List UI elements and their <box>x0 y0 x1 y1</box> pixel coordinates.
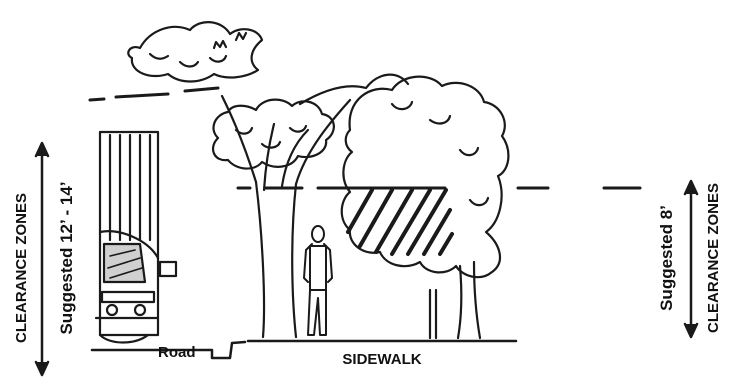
right-suggested-height-label: Suggested 8’ <box>657 205 676 311</box>
hatched-clearance-block <box>346 188 454 256</box>
sidewalk-label: SIDEWALK <box>342 351 421 368</box>
left-clearance-zones-label: CLEARANCE ZONES <box>13 193 30 343</box>
right-clearance-arrow <box>683 179 699 339</box>
left-suggested-height-label: Suggested 12’ - 14’ <box>57 181 76 334</box>
road-label: Road <box>158 344 196 361</box>
right-clearance-zones-label: CLEARANCE ZONES <box>705 183 722 333</box>
left-tree <box>127 21 410 339</box>
left-clearance-arrow <box>34 141 50 377</box>
upper-clearance-dashes <box>88 86 220 102</box>
road-curb <box>90 340 247 360</box>
truck <box>94 130 178 344</box>
right-tree <box>340 75 510 340</box>
pedestrian <box>303 225 333 336</box>
